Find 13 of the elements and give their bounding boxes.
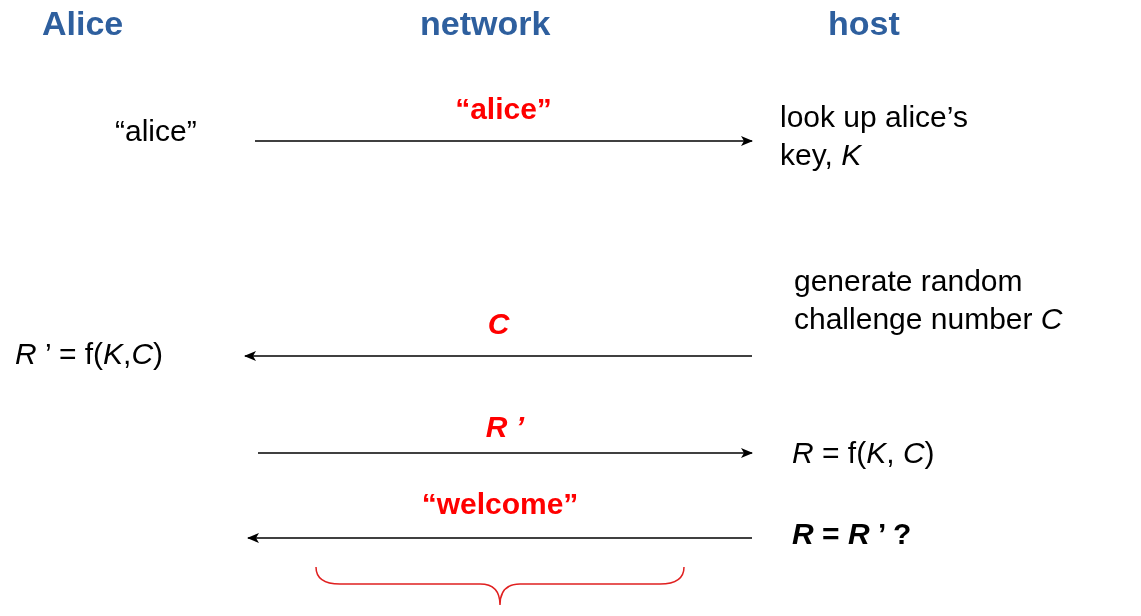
column-heading: Alice: [42, 4, 124, 43]
comparison-formula: R = R ’ ?: [752, 515, 1012, 559]
host-action-text: look up alice’s key, K: [752, 98, 1014, 182]
host-formula: R = f(K, C): [752, 434, 1032, 478]
response-formula: R ’ = f(K,C): [10, 335, 245, 379]
host-action-text: generate random challenge number C: [752, 262, 1141, 346]
arrow: [254, 136, 753, 146]
column-heading: host: [828, 4, 900, 43]
arrow: [257, 448, 753, 458]
message-text: “alice”: [110, 112, 255, 156]
arrow: [244, 351, 753, 361]
arrow: [247, 533, 753, 543]
column-heading: network: [420, 4, 551, 43]
